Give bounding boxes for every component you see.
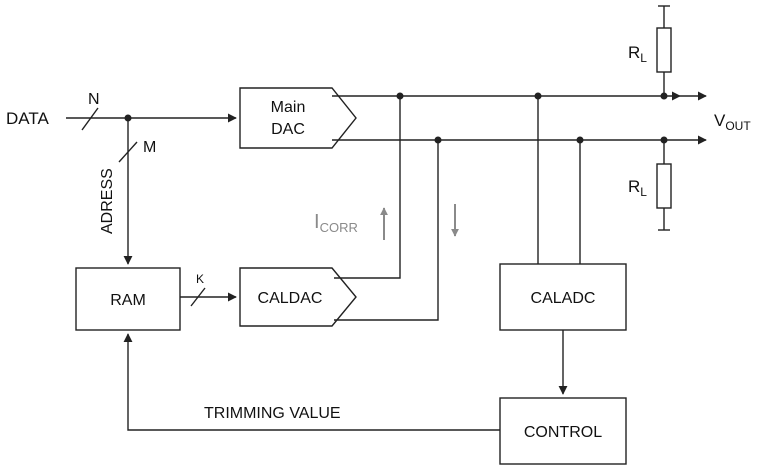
- rl-bottom-label: RL: [628, 177, 647, 199]
- bus-width-n-label: N: [88, 91, 100, 108]
- bus-slash-k: [190, 287, 206, 307]
- control-label: CONTROL: [524, 424, 602, 441]
- load-resistor-top: [656, 27, 672, 73]
- caldac-block: [239, 267, 357, 327]
- main-dac-label-line1: Main: [271, 99, 306, 116]
- caldac-output-bottom-wire: [334, 140, 439, 321]
- icorr-label: ICORR: [314, 211, 358, 235]
- control-block: [499, 397, 627, 465]
- rl-top-subscript: L: [640, 51, 647, 65]
- rl-top-label: RL: [628, 43, 647, 65]
- caldac-output-top-wire: [334, 96, 401, 279]
- rl-bottom-subscript: L: [640, 185, 647, 199]
- load-resistor-bottom: [656, 163, 672, 209]
- bus-slash-m: [118, 141, 138, 163]
- vout-label: VOUT: [714, 111, 751, 133]
- main-dac-label-line2: DAC: [271, 121, 305, 138]
- adress-label: ADRESS: [99, 168, 116, 234]
- ram-label: RAM: [110, 292, 146, 309]
- caldac-label: CALDAC: [258, 290, 323, 307]
- ram-block: [75, 267, 181, 331]
- trimming-feedback-wire: [123, 333, 500, 431]
- main-dac-block: [239, 87, 357, 149]
- bus-width-k-label: K: [196, 272, 204, 286]
- bus-width-m-label: M: [143, 139, 156, 156]
- vout-subscript: OUT: [725, 119, 751, 133]
- caladc-label: CALADC: [531, 290, 596, 307]
- trimming-value-label: TRIMMING VALUE: [204, 405, 341, 422]
- data-label: DATA: [6, 109, 49, 128]
- icorr-subscript: CORR: [320, 220, 358, 235]
- bus-slash-n: [81, 107, 99, 131]
